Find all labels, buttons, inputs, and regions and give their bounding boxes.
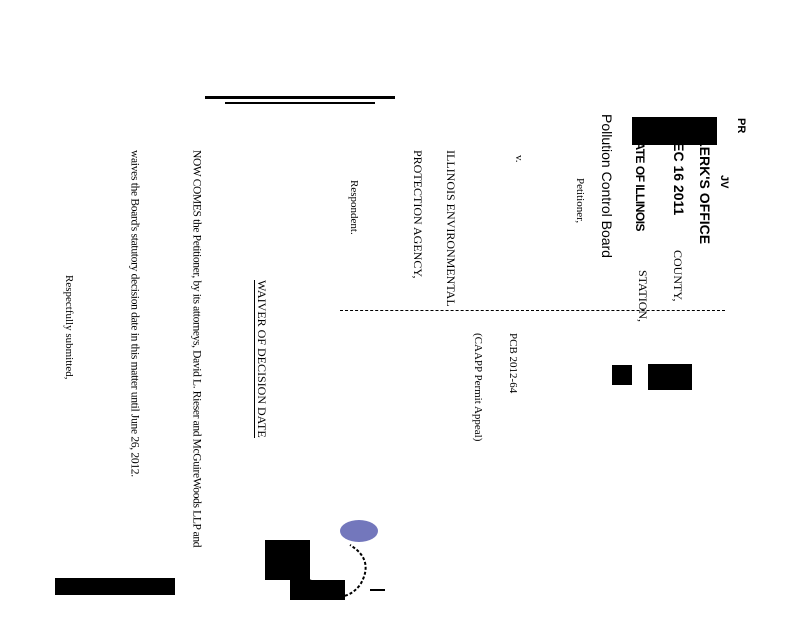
stamp-board: Pollution Control Board xyxy=(599,114,615,258)
stamp-initials: PR xyxy=(735,118,747,134)
document-title: WAIVER OF DECISION DATE xyxy=(254,280,269,438)
signature-mark xyxy=(309,544,385,598)
caption-respondent-label: Respondent. xyxy=(348,180,360,235)
seal-stamp xyxy=(340,520,378,542)
stamp-date: DEC 16 2011 xyxy=(671,132,687,216)
case-type: (CAAPP Permit Appeal) xyxy=(472,333,484,442)
signature-redaction xyxy=(265,540,310,580)
caption-divider xyxy=(340,310,725,311)
redaction-box xyxy=(648,364,692,390)
redaction-box xyxy=(612,365,632,385)
stamp-clerks-office: CLERK'S OFFICE xyxy=(697,128,713,245)
scan-artifact-line xyxy=(225,102,375,104)
scan-artifact-line xyxy=(205,96,395,99)
caption-petitioner: Petitioner, xyxy=(574,178,586,224)
body-line-2: waives the Board's statutory decision da… xyxy=(128,150,141,477)
stamp-state: STATE OF ILLINOIS xyxy=(633,128,647,232)
caption-respondent-name-2: PROTECTION AGENCY, xyxy=(411,150,425,279)
case-number: PCB 2012-64 xyxy=(507,333,519,394)
redaction-box xyxy=(632,117,717,145)
caption-station: STATION, xyxy=(636,270,650,323)
stamp-initials-2: JV xyxy=(718,175,730,189)
closing: Respectfully submitted, xyxy=(63,275,75,380)
caption-county: COUNTY, xyxy=(671,250,685,302)
caption-respondent-name-1: ILLINOIS ENVIRONMENTAL xyxy=(444,150,458,307)
caption-versus: v. xyxy=(513,155,525,163)
body-line-1: NOW COMES the Petitioner, by its attorne… xyxy=(190,150,203,548)
signature-redaction xyxy=(55,578,175,595)
